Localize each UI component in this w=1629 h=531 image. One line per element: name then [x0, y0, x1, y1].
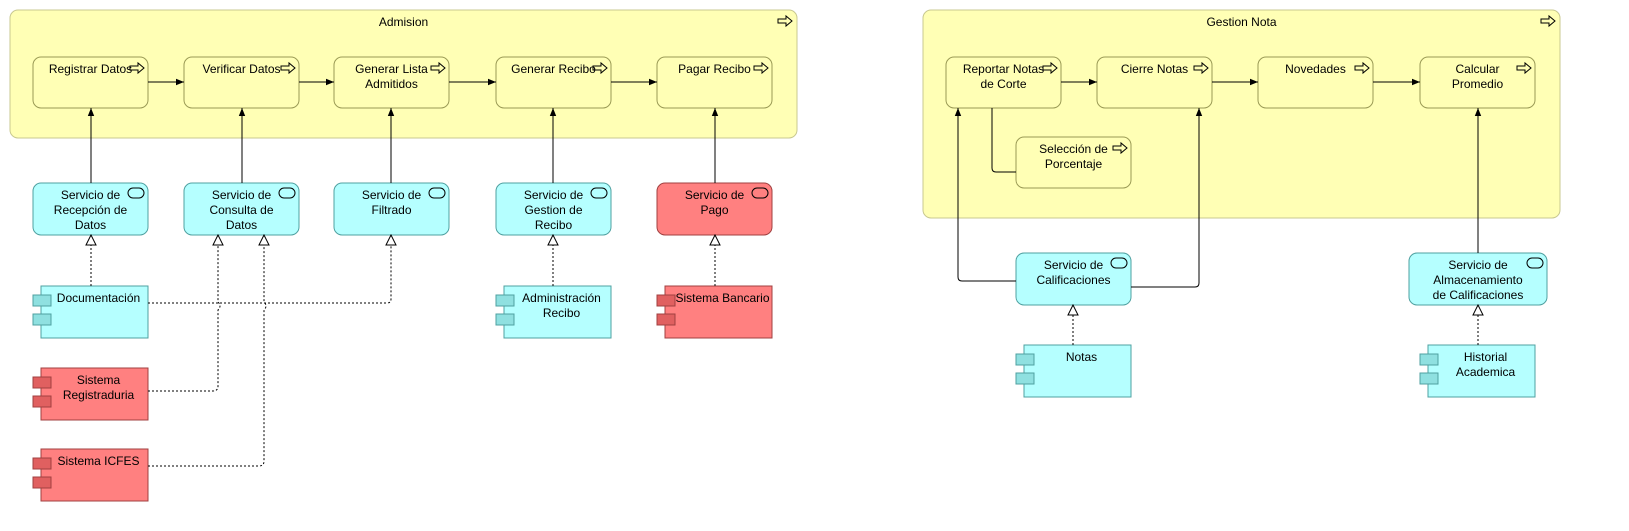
serving-connectors: [87, 108, 1482, 288]
label-servicio-calificaciones: Servicio de Calificaciones: [1036, 258, 1111, 287]
label-servicio-filtrado: Servicio de Filtrado: [361, 188, 422, 217]
component-sistema-bancario[interactable]: [656, 285, 773, 339]
label-notas: Notas: [1065, 350, 1098, 364]
component-historial-academica[interactable]: [1419, 344, 1536, 398]
label-pagar-recibo: Pagar Recibo: [678, 62, 751, 76]
component-sistema-icfes[interactable]: [32, 448, 149, 502]
label-sistema-icfes: Sistema ICFES: [57, 454, 140, 468]
label-servicio-recepcion: Servicio de Recepción de Datos: [53, 188, 128, 232]
label-seleccion-porcentaje: Selección de Porcentaje: [1039, 142, 1108, 171]
component-administracion-recibo[interactable]: [495, 285, 612, 339]
label-servicio-almacenamiento: Servicio de Almacenamiento de Calificaci…: [1432, 258, 1524, 302]
label-administracion-recibo: Administración Recibo: [522, 291, 601, 320]
label-registrar-datos: Registrar Datos: [48, 62, 133, 76]
label-sistema-bancario: Sistema Bancario: [675, 291, 770, 305]
component-sistema-registraduria[interactable]: [32, 367, 149, 421]
label-cierre-notas: Cierre Notas: [1120, 62, 1189, 76]
trigger-connectors: [148, 78, 1420, 173]
realization-connectors: [91, 235, 1478, 467]
label-generar-recibo: Generar Recibo: [511, 62, 596, 76]
group-title-gestion-nota: Gestion Nota: [1206, 15, 1277, 29]
label-generar-lista: Generar Lista Admitidos: [355, 62, 428, 91]
label-servicio-consulta: Servicio de Consulta de Datos: [209, 188, 274, 232]
label-servicio-gestion-recibo: Servicio de Gestion de Recibo: [523, 188, 584, 232]
label-documentacion: Documentación: [56, 291, 141, 305]
label-novedades: Novedades: [1285, 62, 1346, 76]
process-seleccion-porcentaje[interactable]: [1015, 136, 1132, 189]
component-documentacion[interactable]: [32, 285, 149, 339]
label-calcular-promedio: Calcular Promedio: [1451, 62, 1504, 91]
component-notas[interactable]: [1015, 344, 1132, 398]
group-title-admision: Admision: [378, 15, 429, 29]
label-servicio-pago: Servicio de Pago: [684, 188, 745, 217]
label-reportar-notas: Reportar Notas de Corte: [962, 62, 1045, 91]
label-sistema-registraduria: Sistema Registraduria: [62, 373, 135, 402]
group-gestion-nota[interactable]: [922, 9, 1561, 219]
label-historial-academica: Historial Academica: [1455, 350, 1516, 379]
label-verificar-datos: Verificar Datos: [202, 62, 281, 76]
